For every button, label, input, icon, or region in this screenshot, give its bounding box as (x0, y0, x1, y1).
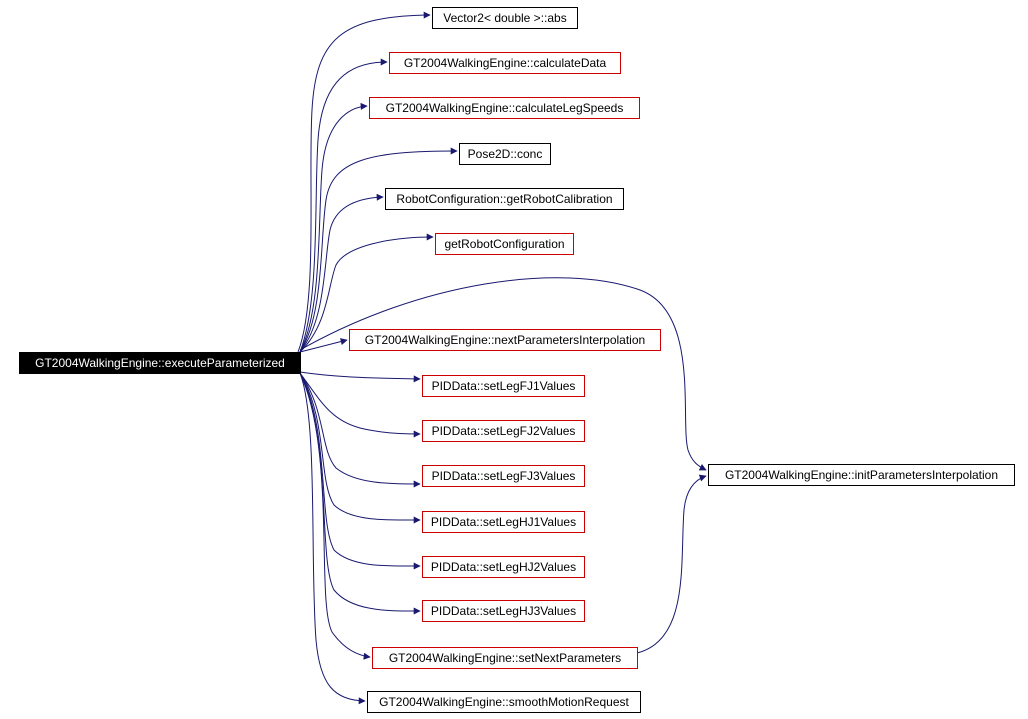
edge-root-to-n6 (299, 233, 434, 353)
node-label: GT2004WalkingEngine::initParametersInter… (725, 468, 998, 482)
edge-root-to-n13 (299, 372, 421, 615)
node-box (422, 600, 585, 622)
node-label: getRobotConfiguration (444, 237, 564, 251)
node-n2[interactable]: GT2004WalkingEngine::calculateData (389, 52, 621, 74)
node-label: PIDData::setLegFJ1Values (432, 379, 576, 393)
node-label: GT2004WalkingEngine::smoothMotionRequest (379, 695, 629, 709)
node-n8[interactable]: PIDData::setLegFJ1Values (422, 375, 585, 397)
node-n10[interactable]: PIDData::setLegFJ3Values (422, 465, 585, 487)
edge-root-to-n12 (299, 372, 421, 570)
edge-root-to-n11 (299, 372, 421, 524)
node-box (422, 420, 585, 442)
node-n4[interactable]: Pose2D::conc (459, 143, 551, 165)
node-n3[interactable]: GT2004WalkingEngine::calculateLegSpeeds (369, 97, 640, 119)
node-label: GT2004WalkingEngine::nextParametersInter… (365, 333, 645, 347)
edge-root-to-n10 (299, 372, 421, 488)
edge-root-to-n14 (299, 372, 371, 660)
node-box (422, 511, 585, 533)
node-n1[interactable]: Vector2< double >::abs (432, 7, 578, 29)
node-label: GT2004WalkingEngine::executeParameterize… (35, 356, 285, 370)
edge-root-to-n16 (299, 277, 707, 471)
node-box (385, 188, 624, 210)
edge-root-to-n5 (299, 193, 384, 353)
node-n16[interactable]: GT2004WalkingEngine::initParametersInter… (708, 464, 1015, 486)
node-box (432, 7, 578, 29)
edge-root-to-n2 (299, 58, 388, 353)
edge-n14-to-n16 (636, 474, 707, 654)
edge-root-to-n9 (299, 372, 421, 438)
node-n11[interactable]: PIDData::setLegHJ1Values (422, 511, 585, 533)
node-label: Vector2< double >::abs (443, 11, 566, 25)
node-box (349, 329, 661, 351)
node-box (389, 52, 621, 74)
nodes-layer: GT2004WalkingEngine::executeParameterize… (19, 7, 1015, 713)
node-n6[interactable]: getRobotConfiguration (435, 233, 574, 255)
node-n14[interactable]: GT2004WalkingEngine::setNextParameters (372, 647, 638, 669)
edge-root-to-n15 (299, 372, 366, 705)
node-box (435, 233, 574, 255)
node-label: GT2004WalkingEngine::calculateData (404, 56, 607, 70)
node-n9[interactable]: PIDData::setLegFJ2Values (422, 420, 585, 442)
node-box (459, 143, 551, 165)
node-label: PIDData::setLegFJ2Values (432, 424, 576, 438)
edge-root-to-n1 (297, 11, 431, 353)
node-n12[interactable]: PIDData::setLegHJ2Values (422, 556, 585, 578)
node-label: PIDData::setLegHJ3Values (431, 604, 576, 618)
node-label: GT2004WalkingEngine::calculateLegSpeeds (386, 101, 624, 115)
edge-root-to-n7 (299, 338, 348, 353)
node-label: Pose2D::conc (468, 147, 543, 161)
node-box (708, 464, 1015, 486)
node-box (19, 352, 301, 374)
node-label: RobotConfiguration::getRobotCalibration (396, 192, 612, 206)
node-box (422, 375, 585, 397)
root-node[interactable]: GT2004WalkingEngine::executeParameterize… (19, 352, 301, 374)
node-n13[interactable]: PIDData::setLegHJ3Values (422, 600, 585, 622)
node-label: PIDData::setLegHJ1Values (431, 515, 576, 529)
node-label: PIDData::setLegFJ3Values (432, 469, 576, 483)
edge-root-to-n4 (299, 147, 458, 353)
node-box (369, 97, 640, 119)
node-box (367, 691, 641, 713)
node-n7[interactable]: GT2004WalkingEngine::nextParametersInter… (349, 329, 661, 351)
edges-layer (297, 11, 707, 705)
edge-root-to-n3 (299, 102, 368, 353)
edge-root-to-n8 (299, 371, 421, 383)
node-label: PIDData::setLegHJ2Values (431, 560, 576, 574)
node-n15[interactable]: GT2004WalkingEngine::smoothMotionRequest (367, 691, 641, 713)
node-label: GT2004WalkingEngine::setNextParameters (389, 651, 621, 665)
node-box (422, 465, 585, 487)
node-n5[interactable]: RobotConfiguration::getRobotCalibration (385, 188, 624, 210)
node-box (372, 647, 638, 669)
node-box (422, 556, 585, 578)
